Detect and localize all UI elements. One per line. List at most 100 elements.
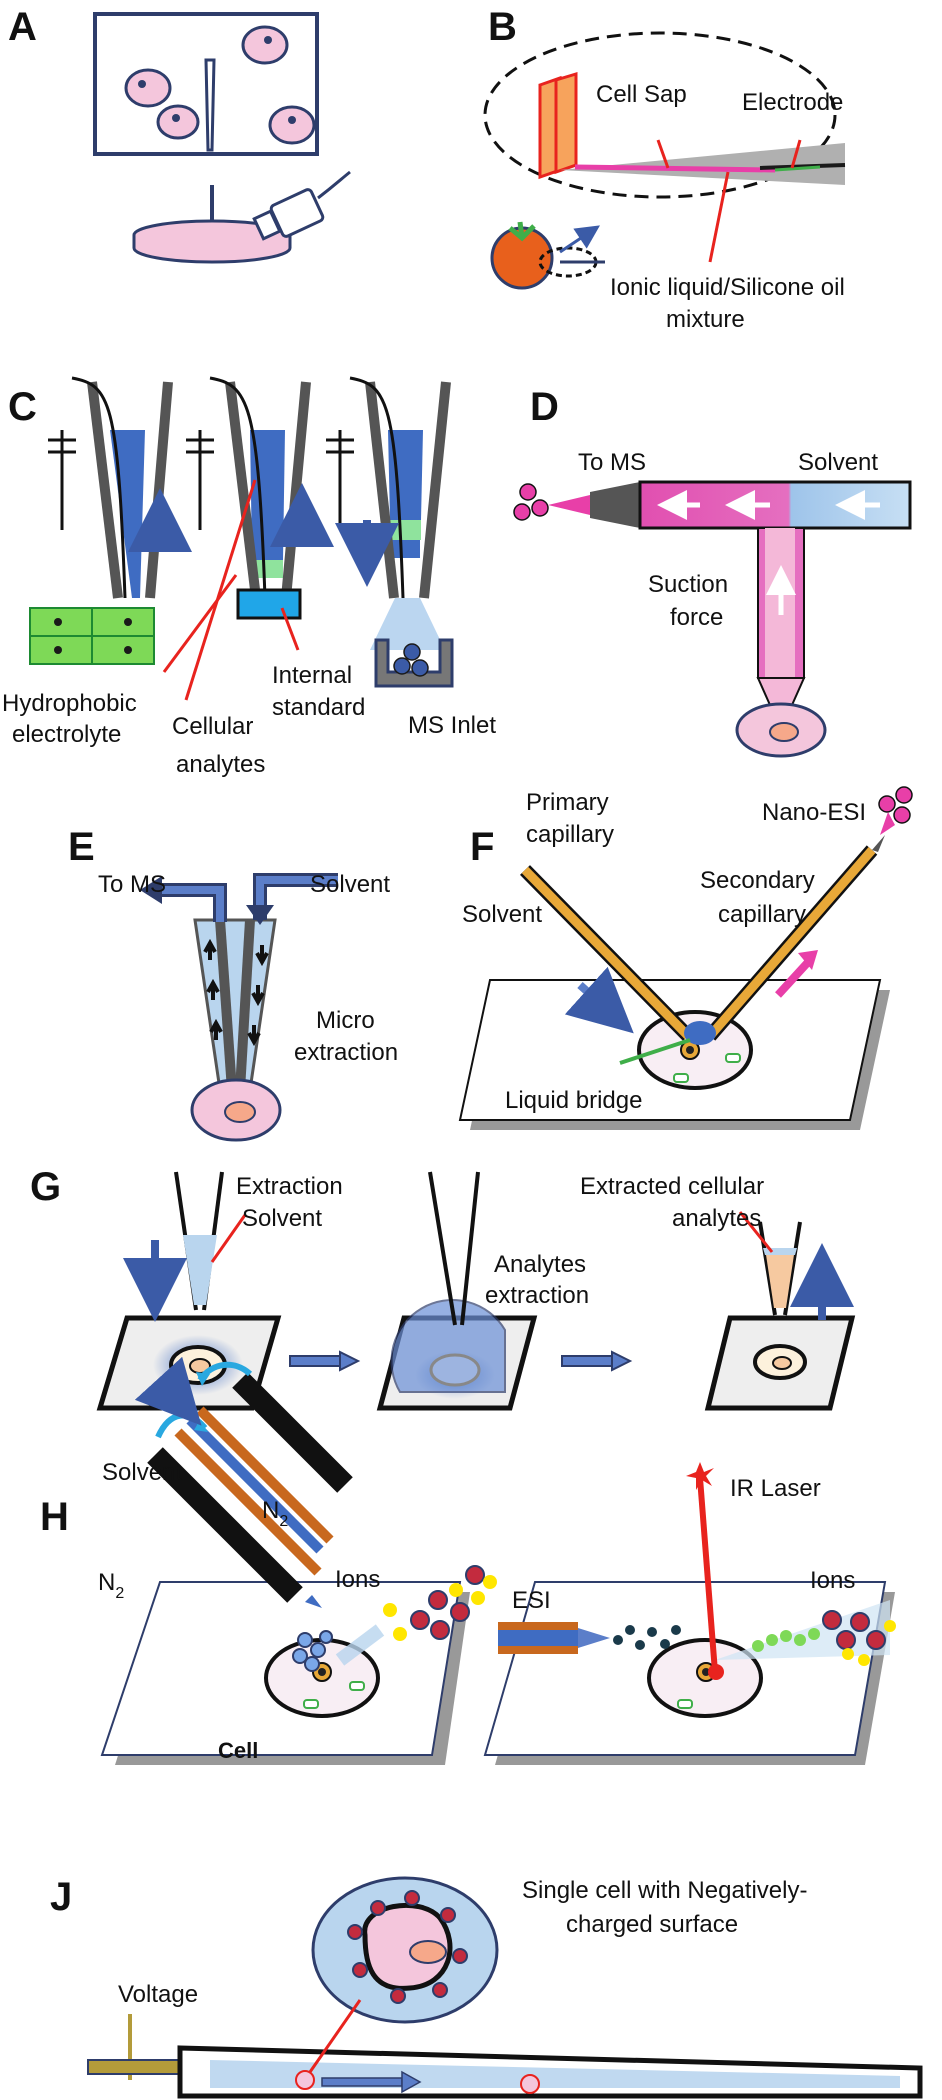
ions-h2 <box>752 1610 896 1666</box>
label-force: force <box>670 604 723 631</box>
spray-plume <box>370 598 445 650</box>
label-ms-inlet: MS Inlet <box>408 712 496 739</box>
panel-d-letter: D <box>530 385 559 429</box>
label-nano-esi: Nano-ESI <box>762 799 866 826</box>
label-single-cell: Single cell with Negatively- <box>522 1877 807 1904</box>
pointer-cellular-analytes <box>184 479 257 701</box>
label-internal: Internal <box>272 662 352 689</box>
label-cell-h: Cell <box>218 1738 258 1763</box>
cell-sap-cell <box>538 71 578 180</box>
label-cell-sap: Cell Sap <box>596 81 687 108</box>
flow-arrows-e <box>203 938 269 1047</box>
label-ionic-liquid: Ionic liquid/Silicone oil <box>610 274 845 301</box>
pointer-electrode <box>790 139 802 169</box>
pipette-c1 <box>29 376 192 665</box>
laser-spot <box>708 1664 724 1680</box>
label-voltage: Voltage <box>118 1981 198 2008</box>
label-hydrophobic: Hydrophobic <box>2 690 137 717</box>
pointer-extraction-solvent <box>210 1214 247 1263</box>
label-analytes-3: analytes <box>672 1205 761 1232</box>
panel-f: F Primary capillary Nano-ESI Secondary <box>458 786 913 1130</box>
label-extraction-2: extraction <box>485 1282 589 1309</box>
label-solvent-f: Solvent <box>462 901 542 928</box>
panel-b-letter: B <box>488 5 517 49</box>
label-solvent-h: Solvent <box>102 1459 182 1486</box>
panel-a: A <box>8 5 351 264</box>
cell-e <box>190 1078 282 1142</box>
panel-e: E To MS Solvent Micro extraction <box>68 825 398 1142</box>
flow-arrows-d <box>657 490 880 615</box>
label-suction: Suction <box>648 571 728 598</box>
ion-cluster-c <box>393 643 429 677</box>
charged-cell <box>347 1890 468 2004</box>
solvent-arrow-h <box>134 1356 202 1426</box>
spray-tip-d <box>548 495 590 515</box>
spray-droplets-h1 <box>292 1630 333 1672</box>
label-primary: Primary <box>526 789 609 816</box>
step-arrow-1 <box>289 1350 361 1372</box>
laser-burst-icon <box>686 1462 714 1490</box>
pointer-ionic-liquid <box>708 171 730 263</box>
outflow-tube-e <box>160 883 227 922</box>
panel-c-letter: C <box>8 385 37 429</box>
label-esi: ESI <box>512 1587 551 1614</box>
esi-droplets <box>613 1625 681 1650</box>
label-electrolyte: electrolyte <box>12 721 121 748</box>
ionic-liquid-column <box>574 164 776 173</box>
step-3 <box>704 1211 856 1411</box>
ion-cluster-f <box>878 786 913 824</box>
panel-g: G Extraction Solvent Ana <box>30 1165 856 1411</box>
esi-emitter <box>498 1622 610 1654</box>
tomato-icon <box>490 221 554 290</box>
ion-cluster-d <box>513 483 549 521</box>
nozzle-d <box>590 482 640 528</box>
label-standard: standard <box>272 694 365 721</box>
pointer-cell-sap <box>656 139 670 169</box>
ms-inlet-block <box>374 638 454 688</box>
cell-in-capillary-1 <box>295 2070 315 2090</box>
pipette-c3 <box>326 376 454 688</box>
step-arrow-2 <box>561 1350 633 1372</box>
label-extraction-g: Extraction <box>236 1173 343 1200</box>
label-micro: Micro <box>316 1007 375 1034</box>
micropipette <box>204 58 216 152</box>
label-solvent-g: Solvent <box>242 1205 322 1232</box>
pointer-hydrophobic <box>162 574 238 673</box>
label-secondary: Secondary <box>700 867 815 894</box>
panel-d: D To MS Solvent Suction force <box>513 385 912 758</box>
panel-f-letter: F <box>470 825 494 869</box>
cell-cluster <box>124 25 316 145</box>
label-liquid-bridge: Liquid bridge <box>505 1087 642 1114</box>
label-extraction: extraction <box>294 1039 398 1066</box>
panel-h-letter: H <box>40 1495 69 1539</box>
label-capillary-1: capillary <box>526 821 614 848</box>
pointer-extracted <box>738 1211 774 1253</box>
label-ir-laser: IR Laser <box>730 1475 821 1502</box>
label-solvent-e: Solvent <box>310 871 390 898</box>
pointer-liquid-bridge <box>619 1038 691 1065</box>
panel-b: B Cell Sap Electrode Ionic liquid/Silico… <box>483 5 846 333</box>
label-to-ms-e: To MS <box>98 871 166 898</box>
pointer-zoom-j <box>308 1999 362 2073</box>
panel-h: H <box>40 1356 896 1765</box>
label-cellular: Cellular <box>172 713 253 740</box>
liquid-bridge-drop <box>684 1021 716 1045</box>
label-charged-surface: charged surface <box>566 1911 738 1938</box>
label-capillary-2: capillary <box>718 901 806 928</box>
solvent-arrow-f <box>564 966 634 1034</box>
label-extracted: Extracted cellular <box>580 1173 764 1200</box>
internal-standard-bath <box>236 588 302 620</box>
desi-sprayer <box>147 1372 353 1608</box>
ir-laser-beam <box>697 1477 718 1673</box>
label-mixture: mixture <box>666 306 745 333</box>
panel-c: C <box>2 376 496 778</box>
electrode-wire <box>759 163 846 170</box>
ions-plume-h1 <box>383 1565 497 1641</box>
microscope-camera <box>252 170 351 241</box>
panel-g-letter: G <box>30 1165 61 1209</box>
cell-layer <box>29 607 155 665</box>
flow-arrow-f <box>775 957 813 998</box>
insertion-arrow <box>559 225 600 254</box>
pipette-body <box>560 143 845 185</box>
